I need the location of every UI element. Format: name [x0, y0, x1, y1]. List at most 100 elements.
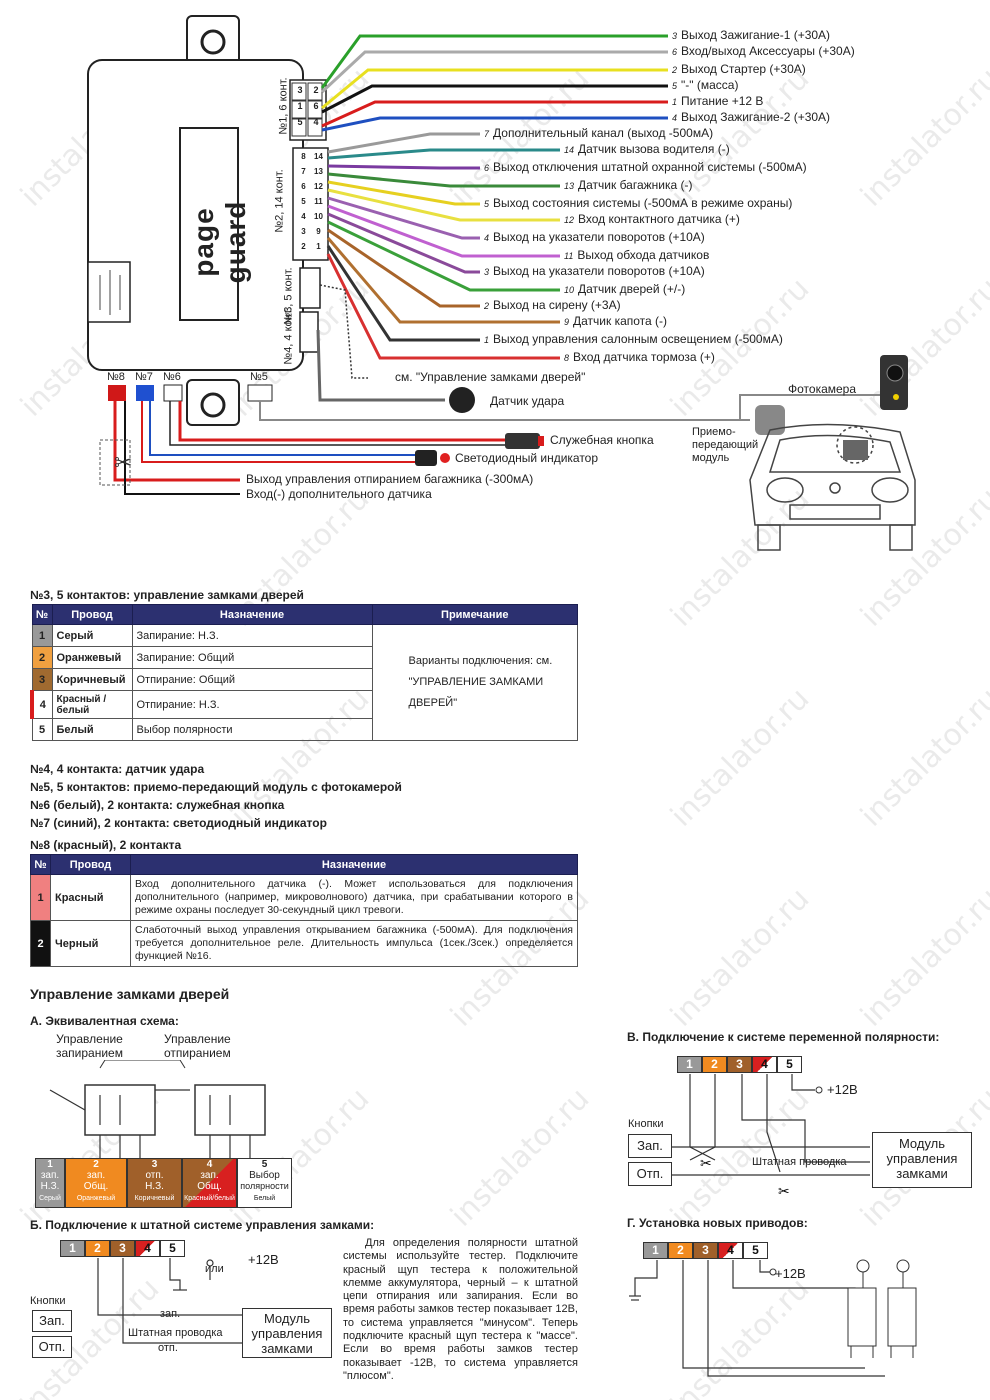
table-row: 4 Красный /белый Отпирание: Н.З. [30, 690, 578, 719]
plus12-label: +12В [248, 1252, 279, 1267]
pin-number: 6 [313, 101, 319, 111]
pin-number: 3 [301, 227, 306, 236]
info-line: №6 (белый), 2 контакта: служебная кнопка [30, 798, 285, 812]
lock-module-box: Модуль управления замками [872, 1132, 972, 1188]
lock-control-label: Управление запиранием [56, 1032, 123, 1060]
connector-4 [299, 311, 319, 353]
connector-8 [108, 385, 126, 401]
brand-logo: page guard [188, 200, 251, 284]
wire-label: 5"-" (масса) [672, 78, 739, 92]
section-b-title: Б. Подключение к штатной системе управле… [30, 1218, 375, 1232]
section-v-pins: 1 2 3 4 5 [677, 1056, 802, 1073]
wire-color: Серый [51, 624, 133, 647]
led-label: Светодиодный индикатор [455, 451, 599, 465]
lock-module-box: Модуль управления замками [242, 1308, 332, 1358]
pin-cell: 1 [677, 1056, 702, 1073]
wire-color: Красный /белый [51, 690, 133, 719]
pin-cell: 3 [110, 1240, 135, 1257]
plus12-label: +12В [827, 1082, 858, 1097]
pin-number: 1 [316, 242, 321, 251]
info-line: №5, 5 контактов: приемо-передающий модул… [30, 780, 402, 794]
wire-purpose: Отпирание: Н.З. [131, 690, 373, 719]
lock-button: Зап. [628, 1134, 672, 1158]
extra-sensor-label: Вход(-) дополнительного датчика [246, 487, 432, 501]
table-header: № [30, 854, 51, 875]
table8: № Провод Назначение 1 Красный Вход допол… [30, 854, 578, 967]
scissors-icon: ✂ [114, 451, 132, 476]
connector-7 [136, 385, 154, 401]
pin-cell: 2 [668, 1242, 693, 1259]
pin-number: 12 [314, 182, 323, 191]
connector-4-label: №4, 4 конт. [282, 307, 295, 365]
table-row: 1 Серый Запирание: Н.З. Варианты подключ… [31, 624, 578, 741]
connector-1 [289, 79, 327, 141]
section-g-title: Г. Установка новых приводов: [627, 1216, 808, 1230]
unlock-button: Отп. [32, 1336, 72, 1358]
table-header: Провод [51, 604, 133, 625]
camera-label: Фотокамера [788, 382, 857, 396]
scissors-icon: ✂ [778, 1184, 790, 1200]
connector-7-label: №7 [135, 371, 153, 383]
wire-color: Коричневый [51, 668, 133, 691]
connector-2 [292, 147, 329, 261]
wire-purpose: Запирание: Общий [131, 646, 373, 669]
pin-cell: 1 [643, 1242, 668, 1259]
control-unit [87, 15, 304, 426]
table-header: № [31, 604, 53, 625]
unlock-control-label: Управление отпиранием [164, 1032, 231, 1060]
wire-purpose: Запирание: Н.З. [131, 624, 373, 647]
table-row: 3 Коричневый Отпирание: Общий [31, 668, 578, 691]
connector-1-label: №1, 6 конт. [277, 77, 290, 135]
shock-sensor-label: Датчик удара [490, 394, 565, 408]
service-button-label: Служебная кнопка [550, 433, 654, 447]
table8-title: №8 (красный), 2 контакта [30, 838, 182, 852]
connector-5 [247, 384, 273, 402]
pin-number: 2 [313, 85, 319, 95]
pin-number: 1 [297, 101, 303, 111]
car-icon [749, 423, 916, 551]
wire-color: Белый [51, 718, 133, 741]
pin-number: 3 [297, 85, 303, 95]
connector-8-label: №8 [107, 371, 125, 383]
stock-wiring-label: Штатная проводка [752, 1156, 847, 1168]
section-g-pins: 1 2 3 4 5 [643, 1242, 768, 1259]
pin-cell: 2 [702, 1056, 727, 1073]
table-header: Провод [50, 854, 131, 875]
pin-cell: 4 [718, 1242, 743, 1259]
wire-color: Оранжевый [51, 646, 133, 669]
or-label: или [205, 1263, 224, 1275]
camera-icon [880, 355, 908, 410]
pin-number: 2 [301, 242, 306, 251]
module-label: Приемо- передающий модуль [692, 426, 759, 464]
info-line: №4, 4 контакта: датчик удара [30, 762, 205, 776]
pin-cell: 3 [727, 1056, 752, 1073]
service-button-icon [505, 433, 540, 449]
unlock-wire-label: отп. [158, 1342, 178, 1354]
pin-number: 13 [314, 167, 323, 176]
pin-number: 6 [301, 182, 306, 191]
row-number: 2 [30, 920, 51, 967]
pin-number: 9 [316, 227, 321, 236]
section-b-pins: 1 2 3 4 5 [60, 1240, 185, 1257]
pin-number: 5 [301, 197, 306, 206]
tester-instructions: Для определения полярности штатной систе… [343, 1237, 578, 1382]
locks-title: Управление замками дверей [30, 986, 230, 1002]
shock-sensor-icon [449, 387, 475, 413]
